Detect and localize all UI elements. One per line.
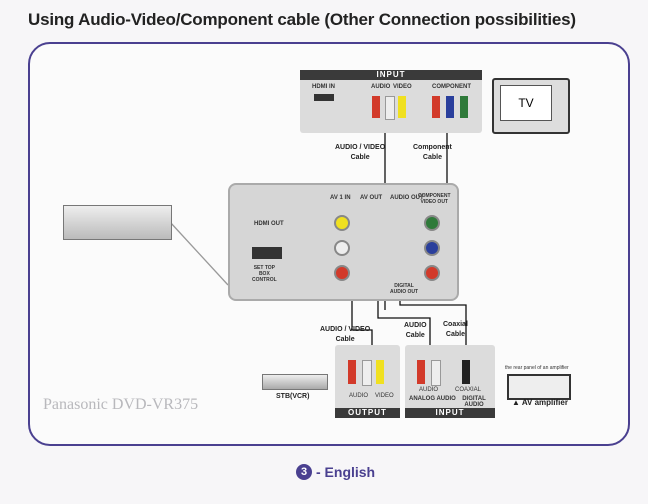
hdmi-port[interactable] — [314, 94, 334, 101]
audio-cable-label: AUDIO Cable — [404, 322, 427, 339]
amp-audio-label: AUDIO — [419, 387, 439, 393]
tv-icon: TV — [492, 78, 570, 134]
digital-out-label: DIGITAL AUDIO OUT — [390, 283, 419, 295]
dvd-recorder-icon — [63, 205, 172, 240]
hdmi-in-label: HDMI IN — [312, 84, 335, 90]
amplifier-icon — [507, 374, 571, 400]
dvd-rear-panel: HDMI OUT SET TOP BOX CONTROL AV 1 IN AV … — [228, 183, 459, 301]
stb-output-header: OUTPUT — [335, 408, 400, 418]
page-title: Using Audio-Video/Component cable (Other… — [28, 10, 576, 29]
amp-caption: the rear panel of an amplifier — [505, 365, 569, 371]
white-plug — [431, 360, 441, 386]
component-out-label: COMPONENT VIDEO OUT — [418, 193, 451, 205]
video-jack[interactable] — [334, 215, 350, 231]
component-cable-label: Component Cable — [413, 144, 452, 161]
white-plug — [362, 360, 372, 386]
amp-label: ▲ AV amplifier — [512, 398, 568, 407]
audio-cable — [377, 285, 431, 360]
av-cable-label-bottom: AUDIO / VIDEO Cable — [320, 326, 371, 343]
coaxial-plug — [462, 360, 470, 384]
hdmi-out-port[interactable] — [252, 247, 282, 259]
red-plug — [348, 360, 356, 384]
stb-label: STB(VCR) — [276, 393, 310, 400]
page-number: 3 — [296, 464, 312, 480]
stb-video-label: VIDEO — [375, 393, 394, 399]
audio-label: AUDIO — [371, 84, 391, 90]
pb-plug — [446, 96, 454, 118]
y-jack[interactable] — [424, 215, 440, 231]
amp-coaxial-label: COAXIAL — [455, 387, 482, 393]
coaxial-cable-label: Coaxial Cable — [443, 321, 468, 338]
red-plug — [372, 96, 380, 118]
yellow-plug — [376, 360, 384, 384]
set-top-label: SET TOP BOX CONTROL — [252, 265, 277, 283]
tv-input-panel: INPUT HDMI IN AUDIO VIDEO COMPONENT — [300, 70, 482, 133]
white-plug — [385, 96, 395, 120]
stb-icon — [262, 374, 328, 390]
amp-input-panel: AUDIO COAXIAL ANALOG AUDIO DIGITAL AUDIO… — [405, 345, 495, 418]
pb-jack[interactable] — [424, 240, 440, 256]
digital-audio-label: DIGITAL AUDIO — [462, 396, 486, 408]
analog-audio-label: ANALOG AUDIO — [409, 396, 456, 402]
hdmi-out-label: HDMI OUT — [254, 221, 284, 227]
video-label: VIDEO — [393, 84, 412, 90]
tv-input-header: INPUT — [300, 70, 482, 80]
yellow-plug — [398, 96, 406, 118]
component-label: COMPONENT — [432, 84, 471, 90]
y-plug — [460, 96, 468, 118]
pr-jack[interactable] — [424, 265, 440, 281]
av-cable-label-top: AUDIO / VIDEO Cable — [335, 144, 386, 161]
pointer-line — [169, 221, 229, 286]
audio-r-jack[interactable] — [334, 265, 350, 281]
av1-in-label: AV 1 IN — [330, 195, 351, 201]
audio-out-label: AUDIO OUT — [390, 195, 424, 201]
stb-audio-label: AUDIO — [349, 393, 369, 399]
amp-input-header: INPUT — [405, 408, 495, 418]
watermark: Panasonic DVD-VR375 — [43, 396, 199, 413]
footer-language: - English — [316, 464, 376, 480]
stb-output-panel: AUDIO VIDEO OUTPUT — [335, 345, 400, 418]
red-plug — [417, 360, 425, 384]
page-footer: 3 - English — [296, 464, 375, 480]
audio-l-jack[interactable] — [334, 240, 350, 256]
tv-label: TV — [500, 85, 552, 121]
av-out-label: AV OUT — [360, 195, 383, 201]
pr-plug — [432, 96, 440, 118]
